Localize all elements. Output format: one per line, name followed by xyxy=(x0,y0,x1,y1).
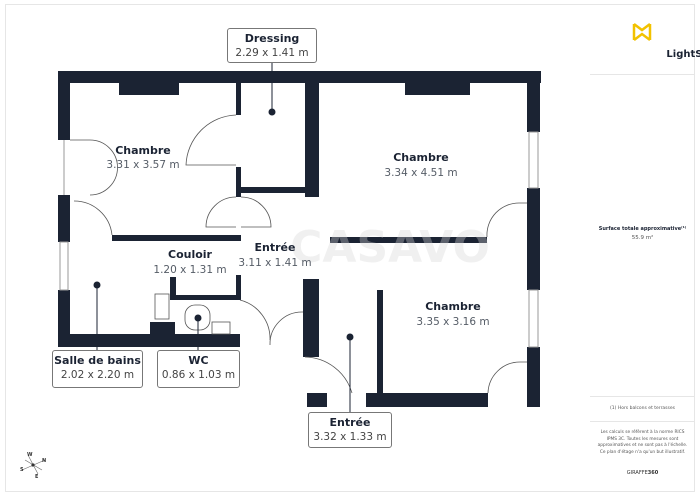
compass-s: S xyxy=(20,467,24,473)
room-dim: 3.11 x 1.41 m xyxy=(238,257,311,269)
windows xyxy=(59,131,539,348)
total-value: 55.9 m² xyxy=(631,235,654,241)
compass-e: E xyxy=(35,474,39,480)
room-name: Chambre xyxy=(393,151,449,164)
footnote: (1) Hors balcons et terrasses xyxy=(590,396,695,422)
room-name: Chambre xyxy=(115,144,171,157)
brand-name: LightShop xyxy=(666,49,700,60)
room-name: Couloir xyxy=(168,248,213,261)
floor-plan: CASAVO Chambre 3.31 x 3.57 m Chambre 3.3… xyxy=(20,63,541,480)
page-frame xyxy=(5,4,695,492)
leader-lines xyxy=(93,63,354,412)
label-dim: 2.29 x 1.41 m xyxy=(235,47,309,59)
room-name: Chambre xyxy=(425,300,481,313)
compass xyxy=(21,454,46,475)
watermark: CASAVO xyxy=(290,222,490,273)
label-name: WC xyxy=(188,354,209,367)
walls xyxy=(58,71,541,407)
total-label: Surface totale approximative⁽¹⁾ xyxy=(598,226,687,232)
label-dim: 2.02 x 2.20 m xyxy=(60,369,135,381)
room-name: Entrée xyxy=(255,241,296,254)
credit-a: GIRAFFE xyxy=(626,470,648,476)
sidebar: LightShop Surface totale approximative⁽¹… xyxy=(590,4,700,492)
total-area: Surface totale approximative⁽¹⁾ 55.9 m² xyxy=(590,226,695,241)
label-salle-de-bains: Salle de bains 2.02 x 2.20 m xyxy=(52,350,143,388)
logo: LightShop xyxy=(590,4,700,75)
credit-b: 360 xyxy=(647,470,659,476)
label-wc: WC 0.86 x 1.03 m xyxy=(157,350,240,388)
room-dim: 3.35 x 3.16 m xyxy=(416,316,489,328)
room-dim: 3.31 x 3.57 m xyxy=(106,159,179,171)
label-dim: 0.86 x 1.03 m xyxy=(161,369,236,381)
label-dressing: Dressing 2.29 x 1.41 m xyxy=(227,28,317,63)
label-name: Entrée xyxy=(329,416,371,429)
compass-n: N xyxy=(42,458,46,464)
label-entree: Entrée 3.32 x 1.33 m xyxy=(308,412,392,448)
label-dim: 3.32 x 1.33 m xyxy=(313,431,387,443)
label-name: Salle de bains xyxy=(54,354,141,367)
disclaimer: Les calculs se réfèrent à la norme RICS … xyxy=(597,430,688,455)
credit: GIRAFFE360 xyxy=(590,470,695,476)
label-name: Dressing xyxy=(244,32,300,45)
room-dim: 3.34 x 4.51 m xyxy=(384,167,457,179)
room-dim: 1.20 x 1.31 m xyxy=(153,264,226,276)
compass-w: W xyxy=(27,452,33,458)
lightshop-logo-icon xyxy=(632,23,652,41)
